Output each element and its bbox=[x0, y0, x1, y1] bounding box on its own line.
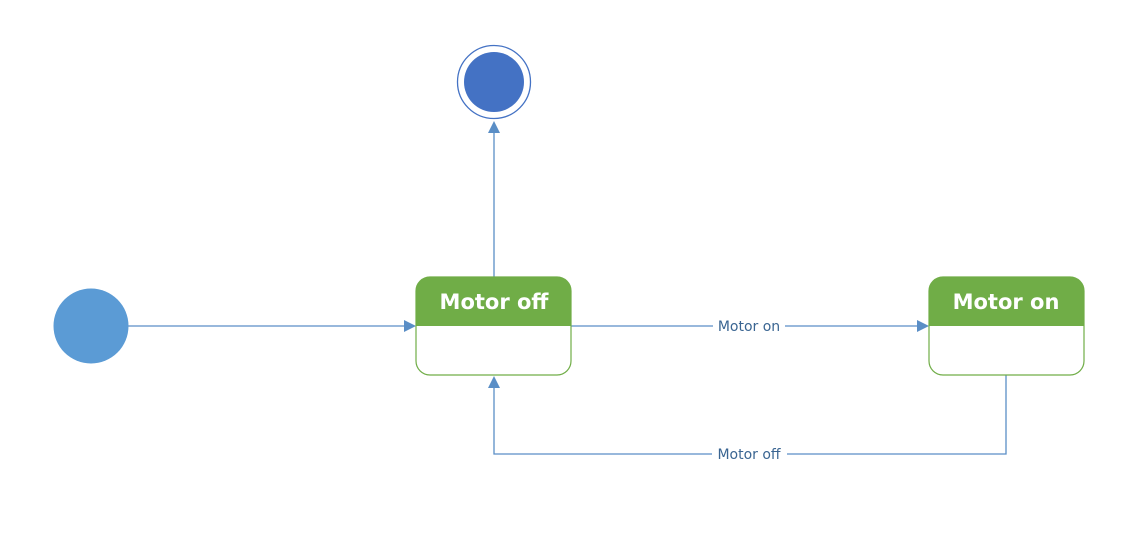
state-title-motor-on: Motor on bbox=[953, 290, 1060, 314]
final-node-core bbox=[464, 52, 524, 112]
transition-motor-off-to-motor-on[interactable]: Motor on bbox=[571, 316, 929, 336]
final-node[interactable] bbox=[456, 44, 532, 120]
initial-node[interactable] bbox=[53, 288, 129, 364]
state-header bbox=[416, 277, 571, 326]
transition-label-motor-on: Motor on bbox=[718, 319, 780, 335]
arrowhead-icon bbox=[488, 121, 500, 133]
state-header bbox=[929, 277, 1084, 326]
label-background bbox=[712, 444, 787, 464]
state-motor-off[interactable]: Motor off bbox=[415, 276, 572, 376]
transition-initial-to-motor-off[interactable] bbox=[128, 320, 416, 332]
edge-line bbox=[493, 375, 1007, 455]
state-border bbox=[928, 276, 1085, 376]
transition-label-motor-off: Motor off bbox=[717, 447, 780, 463]
state-motor-on[interactable]: Motor on bbox=[928, 276, 1085, 376]
transition-motor-off-to-final[interactable] bbox=[488, 121, 500, 277]
state-title-motor-off: Motor off bbox=[440, 290, 550, 314]
arrowhead-icon bbox=[917, 320, 929, 332]
arrowhead-icon bbox=[488, 376, 500, 388]
state-border bbox=[415, 276, 572, 376]
label-background bbox=[713, 316, 785, 336]
transition-motor-on-to-motor-off[interactable]: Motor off bbox=[488, 375, 1007, 464]
arrowhead-icon bbox=[404, 320, 416, 332]
